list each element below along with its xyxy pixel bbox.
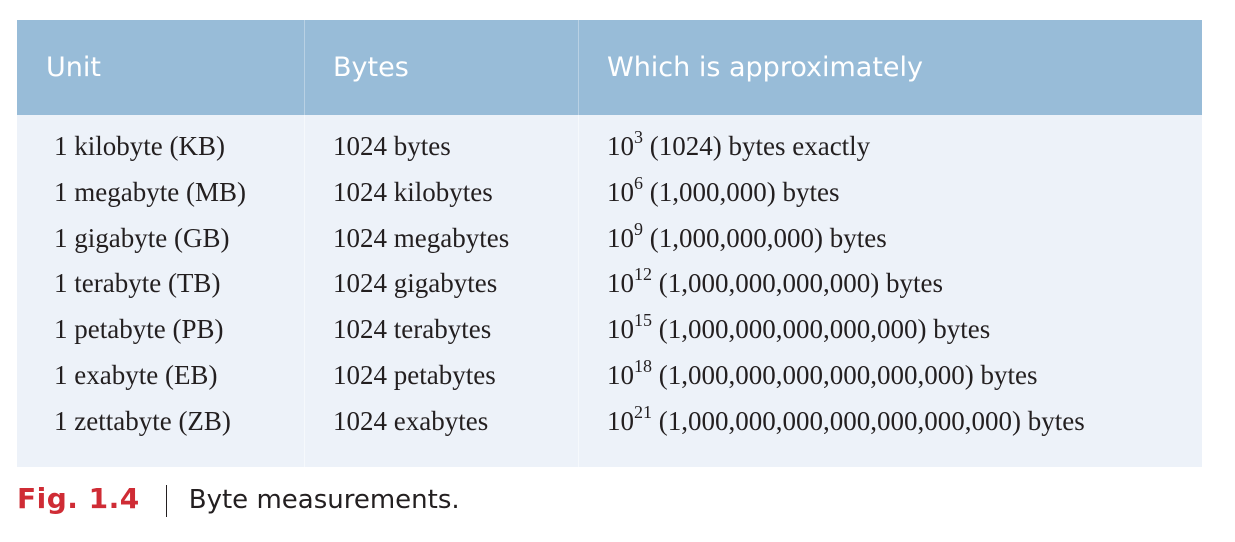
- power-base: 10: [607, 359, 634, 390]
- approximately-cell: 103 (1024) bytes exactly: [607, 124, 870, 170]
- power-exponent: 9: [634, 218, 643, 239]
- unit-cell: 1 gigabyte (GB): [54, 222, 230, 253]
- approximate-value: (1,000,000,000,000,000,000,000) bytes: [652, 405, 1085, 436]
- power-exponent: 12: [634, 264, 652, 285]
- header-divider: [578, 20, 579, 115]
- byte-measurements-table: Unit Bytes Which is approximately 1 kilo…: [17, 20, 1202, 467]
- bytes-cell: 1024 petabytes: [333, 359, 496, 390]
- approximately-cell: 1012 (1,000,000,000,000) bytes: [607, 261, 943, 307]
- power-base: 10: [607, 222, 634, 253]
- table-row: 1 exabyte (EB) 1024 petabytes 1018 (1,000,…: [17, 353, 1202, 399]
- power-base: 10: [607, 268, 634, 299]
- approximate-value: (1,000,000,000) bytes: [643, 222, 887, 253]
- approximately-cell: 1018 (1,000,000,000,000,000,000) bytes: [607, 353, 1037, 399]
- bytes-cell: 1024 kilobytes: [333, 176, 493, 207]
- figure-caption: Fig. 1.4 Byte measurements.: [17, 474, 460, 524]
- header-bytes: Bytes: [333, 52, 409, 83]
- table-header: Unit Bytes Which is approximately: [17, 20, 1202, 115]
- caption-divider: [165, 485, 167, 518]
- power-exponent: 21: [634, 401, 652, 422]
- table-row: 1 megabyte (MB) 1024 kilobytes 106 (1,000,…: [17, 170, 1202, 216]
- bytes-cell: 1024 exabytes: [333, 405, 489, 436]
- bytes-cell: 1024 gigabytes: [333, 268, 498, 299]
- unit-cell: 1 exabyte (EB): [54, 359, 218, 390]
- power-exponent: 3: [634, 127, 643, 147]
- table-row: 1 gigabyte (GB) 1024 megabytes 109 (1,000,…: [17, 216, 1202, 262]
- approximately-cell: 1021 (1,000,000,000,000,000,000,000) byt…: [607, 399, 1085, 445]
- approximate-value: (1024) bytes exactly: [643, 131, 871, 161]
- approximate-value: (1,000,000,000,000,000,000) bytes: [652, 359, 1038, 390]
- unit-cell: 1 kilobyte (KB): [54, 131, 225, 161]
- approximate-value: (1,000,000,000,000,000) bytes: [652, 314, 991, 345]
- power-exponent: 15: [634, 310, 652, 331]
- table-row: 1 kilobyte (KB) 1024 bytes 103 (1024) byte…: [17, 124, 1202, 170]
- table-row: 1 petabyte (PB) 1024 terabytes 1015 (1,000…: [17, 307, 1202, 353]
- column-divider: [304, 115, 305, 467]
- bytes-cell: 1024 bytes: [333, 131, 451, 161]
- approximately-cell: 106 (1,000,000) bytes: [607, 170, 839, 216]
- unit-cell: 1 petabyte (PB): [54, 314, 224, 345]
- approximate-value: (1,000,000,000,000) bytes: [652, 268, 943, 299]
- header-approximately: Which is approximately: [607, 52, 924, 83]
- power-exponent: 6: [634, 172, 643, 193]
- power-exponent: 18: [634, 355, 652, 376]
- bytes-cell: 1024 terabytes: [333, 314, 492, 345]
- approximately-cell: 1015 (1,000,000,000,000,000) bytes: [607, 307, 990, 353]
- power-base: 10: [607, 405, 634, 436]
- power-base: 10: [607, 314, 634, 345]
- unit-cell: 1 zettabyte (ZB): [54, 405, 231, 436]
- header-unit: Unit: [46, 52, 101, 83]
- caption-text: Byte measurements.: [188, 485, 460, 515]
- bytes-cell: 1024 megabytes: [333, 222, 510, 253]
- column-divider: [578, 115, 579, 467]
- unit-cell: 1 terabyte (TB): [54, 268, 221, 299]
- power-base: 10: [607, 176, 634, 207]
- header-divider: [304, 20, 305, 115]
- table-row: 1 zettabyte (ZB) 1024 exabytes 1021 (1,000…: [17, 399, 1202, 445]
- table-row: 1 terabyte (TB) 1024 gigabytes 1012 (1,000…: [17, 261, 1202, 307]
- figure-label: Fig. 1.4: [17, 482, 140, 515]
- approximate-value: (1,000,000) bytes: [643, 176, 840, 207]
- unit-cell: 1 megabyte (MB): [54, 176, 246, 207]
- approximately-cell: 109 (1,000,000,000) bytes: [607, 216, 887, 262]
- power-base: 10: [607, 131, 634, 161]
